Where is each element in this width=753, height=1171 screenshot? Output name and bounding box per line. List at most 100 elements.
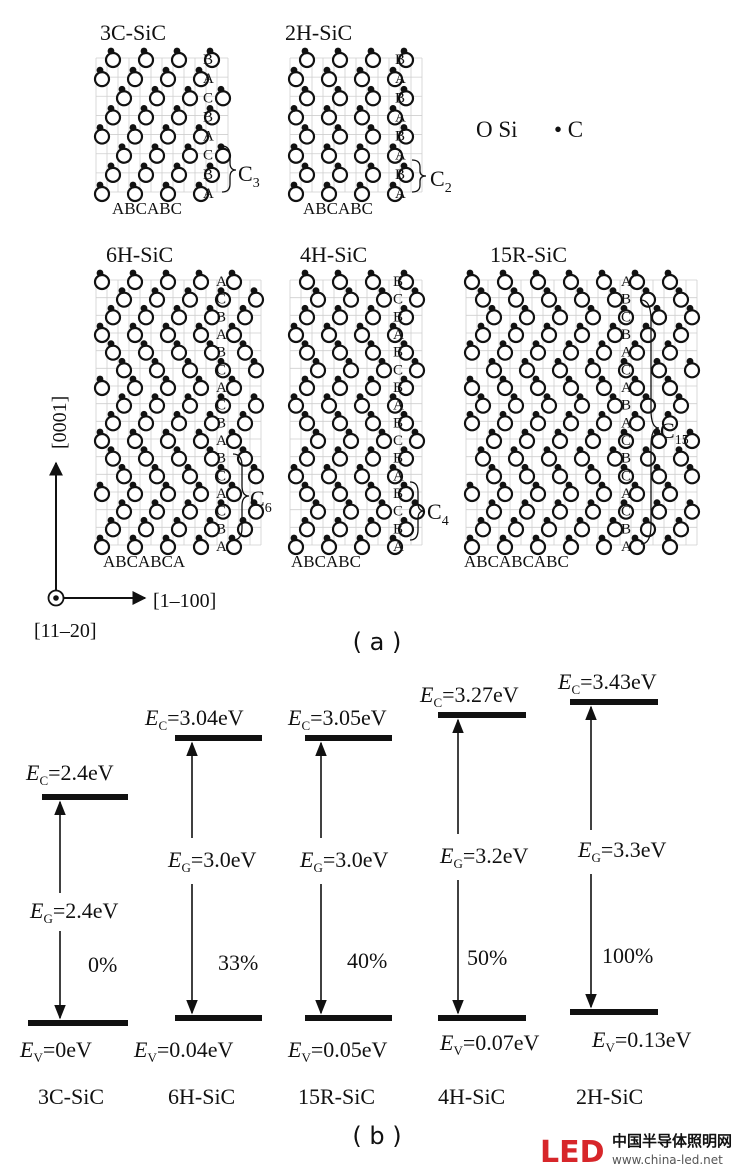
c-atom [499, 375, 507, 383]
c-atom [367, 375, 375, 383]
c-atom [642, 287, 650, 295]
c-atom [334, 304, 342, 312]
bottom-sequence-6h: ABCABCA [103, 552, 186, 571]
stack-letter: A [393, 327, 404, 343]
c-atom [400, 304, 408, 312]
si-atom [496, 415, 514, 432]
si-atom [170, 344, 188, 361]
si-atom [287, 109, 305, 126]
si-atom [342, 503, 360, 520]
si-atom [287, 468, 305, 485]
si-atom [181, 503, 199, 520]
si-atom [93, 432, 111, 450]
c-atom [107, 105, 115, 112]
si-atom [606, 397, 624, 414]
c-atom [466, 375, 474, 383]
si-atom [573, 450, 591, 467]
si-atom [551, 362, 569, 379]
c-atom [400, 375, 408, 383]
si-atom [639, 521, 657, 538]
c-atom [378, 287, 386, 295]
c-atom [576, 287, 584, 295]
c-atom [290, 66, 298, 74]
c-atom [598, 340, 606, 348]
c-atom [543, 393, 551, 401]
c-atom [290, 463, 298, 471]
c-atom [217, 287, 225, 295]
si-atom [225, 485, 243, 503]
si-atom [474, 521, 492, 538]
c-atom [620, 428, 628, 436]
c-atom [334, 340, 342, 348]
si-atom [540, 291, 558, 308]
c-atom [312, 428, 320, 436]
c-atom [521, 428, 529, 436]
stack-letter: B [393, 345, 403, 361]
c-atom [642, 393, 650, 401]
stack-letter: C [203, 148, 213, 164]
c-atom [400, 446, 408, 454]
c-atom [411, 428, 419, 436]
c-atom [664, 410, 672, 418]
si-atom [584, 309, 602, 326]
polytype-name-3c: 3C-SiC [38, 1084, 104, 1109]
stack-letter: A [216, 433, 227, 449]
si-atom [115, 468, 133, 485]
si-atom [137, 166, 155, 183]
c-atom [96, 481, 104, 489]
c-atom [140, 340, 148, 348]
c-atom [675, 393, 683, 401]
c-atom [532, 375, 540, 383]
c-atom [367, 446, 375, 454]
c-atom [301, 269, 309, 277]
polytype-name-15r: 15R-SiC [298, 1084, 375, 1109]
c-atom [598, 375, 606, 383]
c-atom [312, 357, 320, 365]
c-atom [554, 304, 562, 312]
si-atom [225, 273, 243, 291]
stack-letter: A [393, 468, 404, 484]
c-atom [334, 375, 342, 383]
si-atom [606, 450, 624, 467]
si-atom [192, 273, 210, 291]
percent-label-2h: 100% [602, 943, 653, 968]
si-atom [364, 166, 382, 183]
c-atom [587, 304, 595, 312]
si-atom [573, 326, 591, 344]
c-atom [675, 287, 683, 295]
stack-letter: A [393, 539, 404, 555]
si-atom [496, 273, 514, 291]
c-atom [173, 304, 181, 312]
si-atom [529, 485, 547, 503]
c-atom [389, 66, 397, 74]
c-atom [96, 181, 104, 189]
si-atom [650, 468, 668, 485]
c-atom [334, 124, 342, 131]
c-atom [367, 304, 375, 312]
si-atom [104, 521, 122, 538]
period-label-4h: C4 [427, 499, 449, 529]
c-atom [334, 410, 342, 418]
c-atom [378, 357, 386, 365]
c-atom [488, 357, 496, 365]
si-atom [661, 379, 679, 397]
band-diagram-6h: EC=3.04eV EG=3.0eV 33% EV=0.04eV 6H-SiC [133, 705, 262, 1109]
c-atom [345, 499, 353, 507]
c-atom [356, 66, 364, 74]
si-atom [115, 397, 133, 414]
stack-letter: A [621, 539, 632, 555]
si-atom [148, 503, 166, 520]
c-atom [323, 105, 331, 112]
si-atom [496, 379, 514, 397]
c-atom [323, 322, 331, 330]
percent-label-4h: 50% [467, 945, 507, 970]
ev-label-2h: EV=0.13eV [591, 1027, 692, 1055]
stack-letter: A [216, 327, 227, 343]
c-atom [228, 481, 236, 489]
eg-label-4h: EG=3.2eV [439, 843, 529, 871]
si-atom [181, 90, 199, 107]
stack-letter: B [216, 521, 226, 537]
si-atom [562, 415, 580, 432]
si-atom [170, 309, 188, 326]
si-atom [562, 485, 580, 503]
